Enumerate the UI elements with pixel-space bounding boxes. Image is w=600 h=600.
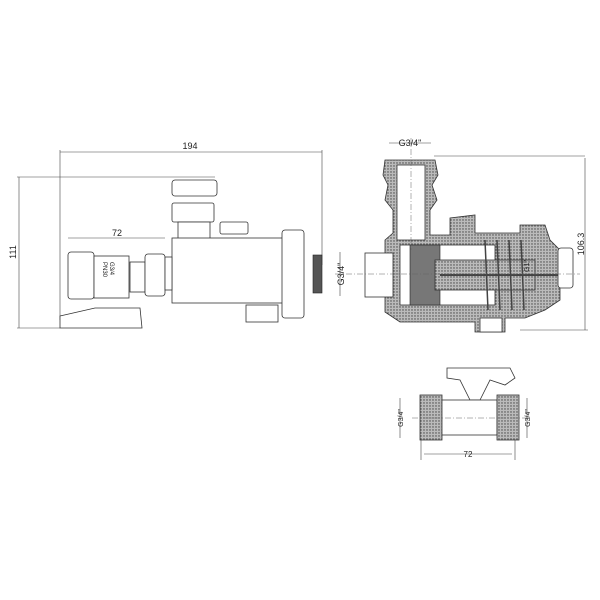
valve-marking-pn: PN30 bbox=[101, 262, 107, 278]
top-thread-dimension: G3/4" bbox=[389, 138, 431, 148]
top-nut bbox=[171, 179, 218, 197]
ball-valve-length-label: 72 bbox=[464, 450, 473, 459]
ball-valve-view: G3/4" G3/4" 72 bbox=[398, 367, 532, 460]
drain-valve bbox=[479, 317, 503, 333]
inner-thread-label: G1" bbox=[524, 260, 531, 272]
vent-plug bbox=[219, 221, 249, 235]
top-fitting-nut bbox=[171, 202, 215, 223]
filter-cap bbox=[281, 229, 305, 319]
overall-height-dimension: 111 bbox=[8, 176, 215, 329]
overall-length-label: 194 bbox=[182, 141, 197, 151]
left-thread-dimension: G3/4" bbox=[398, 398, 405, 438]
valve-length-dimension: 72 bbox=[68, 228, 165, 239]
right-thread-label: G3/4" bbox=[525, 409, 532, 427]
cap-knob bbox=[312, 254, 323, 294]
right-thread-dimension: G3/4" bbox=[525, 398, 532, 438]
end-cap bbox=[557, 247, 574, 289]
valve-length-dimension: 72 bbox=[420, 440, 516, 460]
inlet-bore bbox=[364, 252, 394, 298]
top-fitting-body bbox=[177, 221, 211, 241]
valve-nut-left bbox=[67, 251, 95, 300]
overall-length-dimension: 194 bbox=[59, 141, 323, 320]
valve-body-section bbox=[441, 399, 498, 436]
union-nut-left bbox=[419, 394, 443, 441]
height-label: 106.3 bbox=[576, 233, 586, 256]
valve-nut-right bbox=[144, 253, 166, 297]
overall-height-label: 111 bbox=[8, 245, 18, 259]
left-thread-label: G3/4" bbox=[398, 409, 405, 427]
valve-length-label: 72 bbox=[112, 228, 122, 238]
valve-handle[interactable] bbox=[59, 307, 143, 329]
side-view: 194 111 72 PN30 G3/4 bbox=[8, 141, 323, 329]
valve-neck bbox=[129, 261, 146, 293]
filter-body bbox=[171, 237, 285, 304]
height-dimension: 106.3 bbox=[434, 155, 588, 331]
drain-plug bbox=[245, 304, 279, 323]
valve-marking-thread: G3/4 bbox=[108, 262, 114, 276]
top-thread-label: G3/4" bbox=[399, 138, 422, 148]
butterfly-handle[interactable] bbox=[446, 367, 516, 401]
valve-thread bbox=[164, 256, 173, 291]
valve-body bbox=[93, 255, 130, 299]
spring bbox=[484, 239, 525, 311]
section-view: G3/4" G3/4" 106.3 G1" bbox=[335, 138, 588, 333]
union-end-right bbox=[496, 394, 520, 441]
